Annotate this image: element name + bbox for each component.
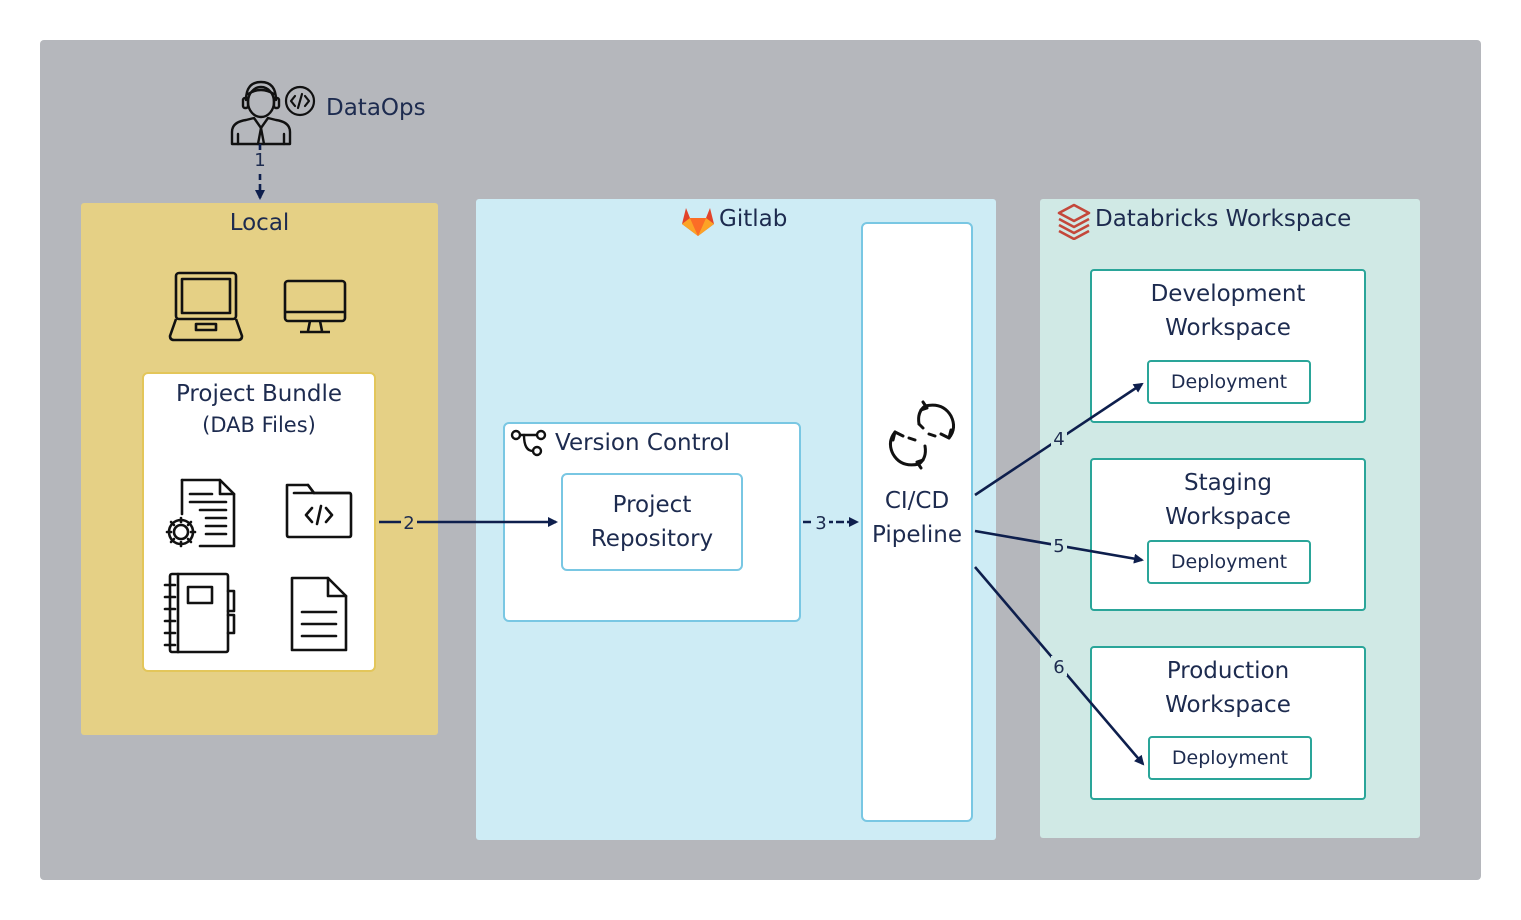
cicd-pipeline-box bbox=[861, 222, 973, 822]
workspace-title: Development Workspace bbox=[1092, 277, 1364, 345]
actor-label: DataOps bbox=[326, 95, 426, 121]
gitlab-logo-icon bbox=[682, 208, 714, 236]
workspace-name: Development bbox=[1150, 281, 1306, 307]
local-title: Local bbox=[229, 210, 290, 236]
document-icon bbox=[290, 576, 348, 652]
workspace-word: Workspace bbox=[1165, 692, 1291, 718]
databricks-title: Databricks Workspace bbox=[1095, 206, 1352, 232]
workspace-title: Production Workspace bbox=[1092, 654, 1364, 722]
development-deployment: Deployment bbox=[1147, 360, 1311, 404]
developer-icon bbox=[230, 80, 292, 146]
production-deployment: Deployment bbox=[1148, 736, 1312, 780]
code-folder-icon bbox=[285, 483, 353, 539]
desktop-monitor-icon bbox=[283, 279, 347, 334]
staging-deployment: Deployment bbox=[1147, 540, 1311, 584]
bundle-subtitle: (DAB Files) bbox=[202, 413, 316, 437]
databricks-logo-icon bbox=[1057, 203, 1091, 240]
notebook-icon bbox=[163, 572, 236, 654]
cicd-label-line2: Pipeline bbox=[871, 522, 962, 548]
sync-arrows-icon bbox=[888, 400, 956, 470]
code-bubble-icon bbox=[284, 85, 316, 117]
workspace-name: Production bbox=[1166, 658, 1290, 684]
workspace-word: Workspace bbox=[1165, 315, 1291, 341]
workspace-word: Workspace bbox=[1165, 504, 1291, 530]
workspace-title: Staging Workspace bbox=[1092, 466, 1364, 534]
repo-label-line1: Project bbox=[612, 492, 692, 518]
repo-label-line2: Repository bbox=[590, 526, 714, 552]
config-document-icon bbox=[165, 478, 236, 548]
production-workspace-box: Production Workspace Deployment bbox=[1090, 646, 1366, 800]
gitlab-title: Gitlab bbox=[719, 206, 788, 232]
development-workspace-box: Development Workspace Deployment bbox=[1090, 269, 1366, 423]
project-repository-box: Project Repository bbox=[561, 473, 743, 571]
version-control-title: Version Control bbox=[555, 430, 731, 456]
cicd-label-line1: CI/CD bbox=[884, 488, 950, 514]
git-branch-icon bbox=[510, 429, 547, 457]
staging-workspace-box: Staging Workspace Deployment bbox=[1090, 458, 1366, 611]
bundle-title: Project Bundle bbox=[175, 381, 343, 407]
laptop-icon bbox=[168, 271, 244, 342]
workspace-name: Staging bbox=[1184, 470, 1272, 496]
